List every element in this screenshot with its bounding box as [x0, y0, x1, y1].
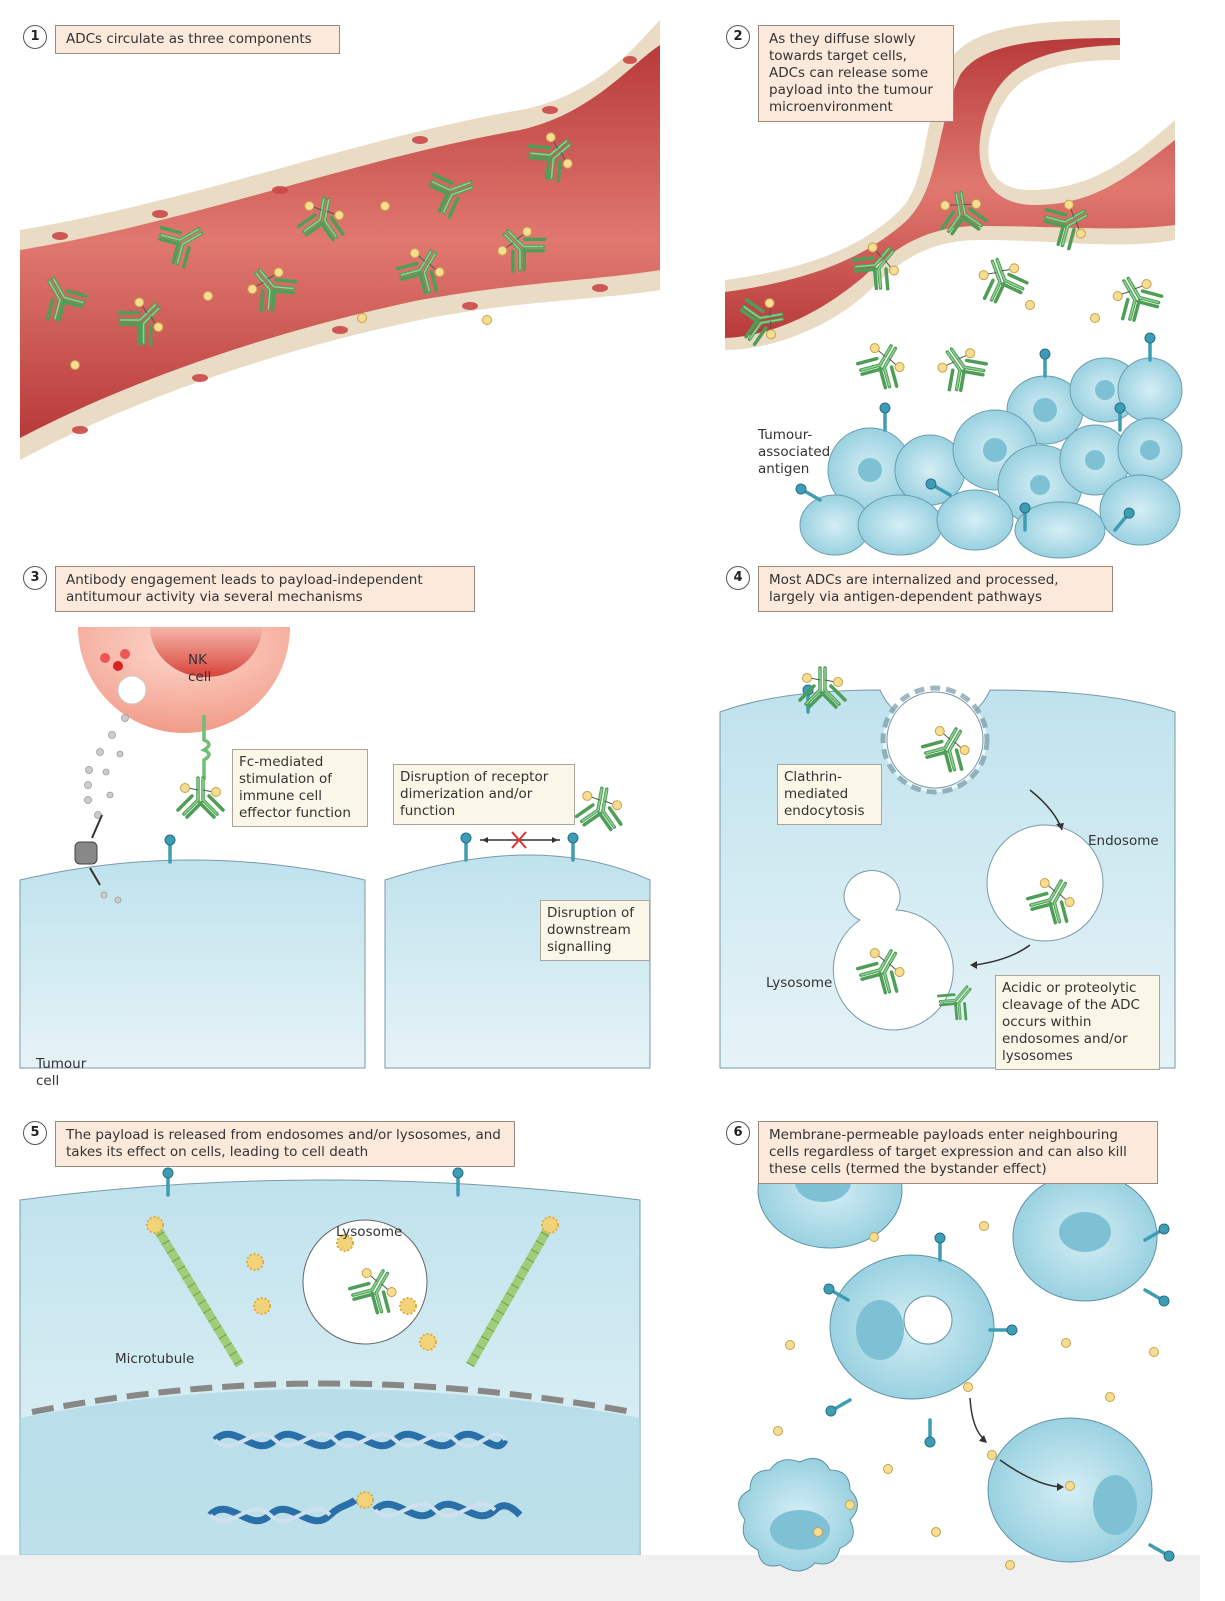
panel-4-caption: Most ADCs are internalized and processed… — [758, 566, 1113, 612]
panel-3-art — [19, 627, 651, 1069]
step-number-4: 4 — [726, 566, 750, 590]
label-nk-cell: NK cell — [188, 652, 212, 685]
note-downstream-signalling: Disruption of downstream signalling — [540, 900, 650, 961]
step-number-3: 3 — [23, 566, 47, 590]
note-clathrin-mediated-endocytosis: Clathrin-mediated endocytosis — [777, 764, 882, 825]
panel-5-caption: The payload is released from endosomes a… — [55, 1121, 515, 1167]
panel-2-caption: As they diffuse slowly towards target ce… — [758, 25, 954, 122]
panel-6-art — [0, 974, 1200, 1601]
label-tumour-associated-antigen: Tumour-associated antigen — [758, 427, 831, 477]
panel-1-vessel — [20, 20, 660, 460]
panel-3-caption: Antibody engagement leads to payload-ind… — [55, 566, 475, 612]
note-receptor-dimerization: Disruption of receptor dimerization and/… — [393, 764, 575, 825]
panel-2-vessel — [725, 20, 1183, 559]
label-endosome: Endosome — [1088, 833, 1159, 849]
step-number-2: 2 — [726, 25, 750, 49]
label-microtubule: Microtubule — [115, 1351, 195, 1367]
step-number-5: 5 — [23, 1121, 47, 1145]
panel-1-caption: ADCs circulate as three components — [55, 25, 340, 54]
panel-5-art — [19, 1166, 641, 1556]
step-number-1: 1 — [23, 25, 47, 49]
label-tumour-cell: Tumour cell — [36, 1056, 87, 1089]
step-number-6: 6 — [726, 1121, 750, 1145]
note-acidic-cleavage: Acidic or proteolytic cleavage of the AD… — [995, 975, 1160, 1070]
label-lysosome-5: Lysosome — [336, 1224, 403, 1240]
panel-6-caption: Membrane-permeable payloads enter neighb… — [758, 1121, 1158, 1184]
note-fc-mediated: Fc-mediated stimulation of immune cell e… — [232, 749, 368, 827]
label-lysosome: Lysosome — [766, 975, 833, 991]
